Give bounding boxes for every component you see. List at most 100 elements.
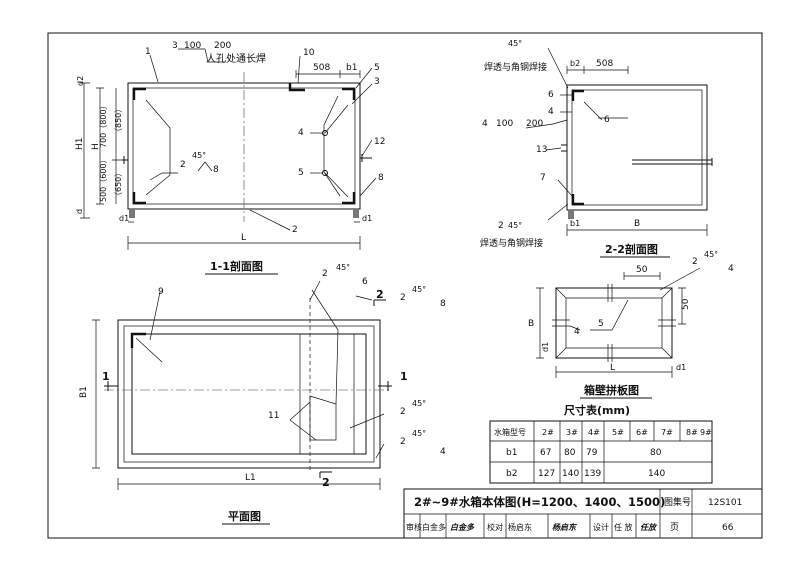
s22-dim-B-text: B bbox=[634, 219, 640, 229]
s11-dim-d1-right: d1 bbox=[362, 214, 372, 223]
s11-dim-500-text: 500（600） bbox=[99, 155, 108, 202]
s11-weld-note: 人孔处通长焊 bbox=[206, 53, 266, 65]
plan-label-2-top: 2 bbox=[322, 269, 328, 279]
check-name: 杨启东 bbox=[508, 522, 532, 532]
plan-cut-1-right-text: 1 bbox=[400, 370, 408, 383]
joint-label-2: 2 bbox=[692, 257, 698, 267]
page-label: 页 bbox=[670, 522, 679, 533]
s11-dim-508-text: 508 bbox=[313, 63, 330, 73]
plan-cut-2-bottom-text: 2 bbox=[322, 476, 330, 489]
plan-label-4: 4 bbox=[440, 447, 446, 457]
joint-outer bbox=[555, 287, 673, 359]
section-2-2: 45° 焊透与角钢焊接 b2 508 6 4 6 4 100 200 13 7 … bbox=[480, 39, 713, 258]
s22-dim-b1-text: b1 bbox=[570, 219, 580, 228]
s22-brace bbox=[583, 101, 603, 121]
s11-brace-right bbox=[323, 95, 341, 197]
table-header-4: 4# bbox=[588, 428, 600, 437]
plan-angle-lower: 45° bbox=[412, 399, 426, 408]
plan-dim-L1 bbox=[117, 478, 381, 490]
plan-manhole bbox=[309, 395, 337, 441]
review-name: 白金多 bbox=[422, 522, 446, 532]
s22-angle-bl bbox=[571, 194, 584, 206]
s11-angle-br bbox=[342, 192, 356, 205]
s11-foot-right bbox=[353, 209, 359, 218]
table-header-7: 7# bbox=[661, 428, 673, 437]
review-label: 审核 bbox=[406, 522, 422, 532]
table-b1-v3: 79 bbox=[586, 448, 598, 458]
joint-dim-50-top bbox=[623, 272, 661, 280]
s11-label-3: 3 bbox=[374, 77, 380, 87]
s11-title: 1-1剖面图 bbox=[210, 259, 263, 273]
table-header-5: 5# bbox=[612, 428, 624, 437]
table-b1-v2: 80 bbox=[564, 448, 576, 458]
table-b2-label: b2 bbox=[506, 469, 517, 479]
wall-joint-diagram: 50 50 B d1 L d1 2 45° 4 5 4 箱壁拼板图 bbox=[528, 250, 734, 399]
joint-dim-d1-text: d1 bbox=[541, 342, 550, 352]
s11-dim-700-text: 700（800） bbox=[99, 101, 108, 148]
plan-label-2-mid: 2 bbox=[400, 293, 406, 303]
s11-dim-H-text: H bbox=[91, 143, 101, 150]
s11-dim-b1-top bbox=[340, 70, 361, 78]
table-b1-v1: 67 bbox=[540, 448, 551, 458]
plan-diag bbox=[135, 337, 163, 363]
joint-dim-L-text: L bbox=[610, 363, 615, 373]
s22-label-4: 4 bbox=[548, 107, 554, 117]
table-b2-v3: 139 bbox=[584, 469, 601, 479]
table-b2-v1: 127 bbox=[538, 469, 555, 479]
plan-cut-1-left bbox=[104, 381, 118, 391]
plan-dim-B1-text: B1 bbox=[79, 386, 89, 398]
s22-weld-top: 焊透与角钢焊接 bbox=[484, 61, 547, 73]
plan-label-6: 6 bbox=[362, 277, 368, 287]
size-table-title: 尺寸表(mm) bbox=[564, 403, 630, 417]
check-label: 校对 bbox=[487, 522, 503, 532]
s11-label-5b: 5 bbox=[298, 168, 304, 178]
design-sig: 任放 bbox=[640, 523, 658, 532]
size-table: 尺寸表(mm) 水箱型号 2# 3# 4# 5# 6# 7# 8# 9# b1 … bbox=[489, 403, 713, 484]
plan-angle-top: 45° bbox=[336, 263, 350, 272]
table-header-model: 水箱型号 bbox=[494, 427, 526, 437]
s11-label-4: 4 bbox=[298, 128, 304, 138]
plan-outer bbox=[117, 319, 381, 469]
atlas-label: 图集号 bbox=[664, 496, 691, 508]
s11-dim-H1 bbox=[80, 82, 90, 219]
s11-label-10: 10 bbox=[303, 48, 315, 58]
s11-dim-650-text: （650） bbox=[114, 169, 123, 200]
joint-seam-left bbox=[552, 319, 570, 327]
s22-dim-B bbox=[566, 224, 708, 236]
s22-outer-wall bbox=[566, 84, 708, 211]
plan-inner bbox=[131, 333, 367, 455]
table-header-6: 6# bbox=[636, 428, 648, 437]
joint-angle: 45° bbox=[704, 250, 718, 259]
joint-label-5: 5 bbox=[598, 319, 604, 329]
joint-title: 箱壁拼板图 bbox=[584, 383, 639, 397]
s22-title: 2-2剖面图 bbox=[605, 242, 658, 256]
s22-ref4-val: 100 bbox=[496, 119, 513, 129]
joint-dim-d1b-text: d1 bbox=[676, 363, 686, 372]
plan-corner-tl bbox=[130, 332, 146, 348]
s11-label-1: 1 bbox=[145, 47, 151, 57]
s11-dim-L-text: L bbox=[241, 233, 246, 243]
table-b2-v2: 140 bbox=[562, 469, 579, 479]
s22-outlet-pipe bbox=[632, 158, 713, 166]
plan-label-8: 8 bbox=[440, 299, 446, 309]
s22-angle-tl bbox=[571, 89, 584, 101]
table-b1-label: b1 bbox=[506, 448, 517, 458]
plan-label-11: 11 bbox=[268, 411, 279, 421]
s11-left-stub bbox=[122, 156, 128, 164]
s22-dim-b2-text: b2 bbox=[570, 59, 580, 68]
atlas-no: 12S101 bbox=[708, 498, 742, 508]
s22-label-6: 6 bbox=[548, 90, 554, 100]
drawing-title: 2#~9#水箱本体图(H=1200、1400、1500) bbox=[414, 495, 665, 509]
s11-weld-ref-val: 100 bbox=[184, 41, 201, 51]
s11-label-2b: 2 bbox=[180, 160, 186, 170]
plan-cut-1-left-text: 1 bbox=[102, 370, 110, 383]
section-1-1: 1 3 100 200 人孔处通长焊 10 508 b1 5 3 4 5 12 … bbox=[75, 41, 385, 275]
plan-angle-bottom: 45° bbox=[412, 429, 426, 438]
s11-dim-b1-text: b1 bbox=[346, 63, 357, 73]
plan-angle-mid: 45° bbox=[412, 285, 426, 294]
s11-brace-left bbox=[145, 99, 171, 196]
s11-label-2: 2 bbox=[292, 225, 298, 235]
s11-foot-left bbox=[129, 209, 135, 218]
s11-dim-700 bbox=[112, 88, 122, 161]
s11-fitting-4 bbox=[322, 130, 328, 136]
